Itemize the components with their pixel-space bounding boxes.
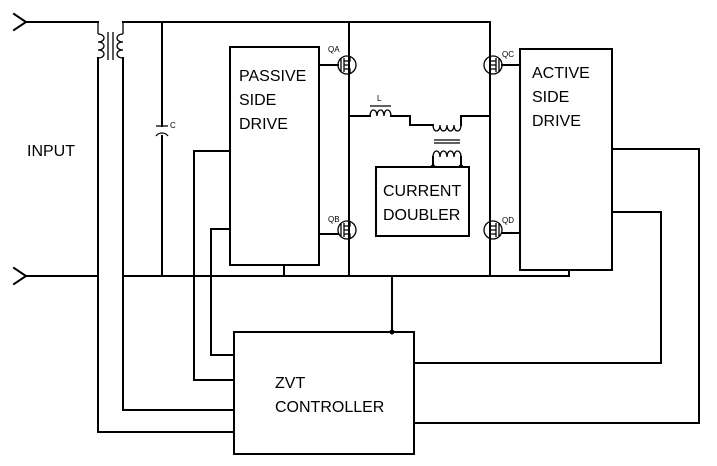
transformer-primary-return — [460, 115, 491, 126]
passive-drive-line-1: PASSIVE — [239, 68, 306, 85]
capacitor-label: C — [170, 121, 176, 130]
capacitor-icon — [155, 125, 169, 137]
zvt-controller-line-1: ZVT — [275, 375, 305, 392]
active-drive-line-1: ACTIVE — [532, 65, 590, 82]
zvt-controller-block — [233, 331, 415, 455]
qa-label: QA — [328, 45, 340, 54]
qc-label: QC — [502, 50, 514, 59]
zvt-controller-line-2: CONTROLLER — [275, 399, 384, 416]
active-side-drive-block — [519, 48, 613, 271]
mosfet-qb-icon — [318, 220, 357, 240]
active-drive-line-2: SIDE — [532, 89, 569, 106]
inductor-wire-right — [390, 115, 434, 126]
active-drive-outer-wire — [413, 148, 700, 424]
passive-drive-line-3: DRIVE — [239, 116, 288, 133]
passive-drive-feedback-wire — [193, 150, 235, 381]
current-doubler-block — [375, 166, 470, 237]
input-terminal-top-icon — [12, 12, 28, 32]
active-drive-line-3: DRIVE — [532, 113, 581, 130]
ct-wire-right — [122, 57, 235, 411]
passive-drive-control-wire — [210, 228, 235, 356]
ct-wire-left — [97, 57, 235, 433]
current-doubler-line-1: CURRENT — [383, 183, 461, 200]
inductor-label: L — [377, 94, 382, 103]
inductor-icon — [369, 105, 392, 117]
mosfet-qd-icon — [483, 220, 521, 240]
active-drive-inner-wire — [413, 211, 662, 364]
active-drive-bottom-link — [489, 269, 570, 277]
output-transformer-icon — [432, 124, 462, 158]
current-transformer-icon — [97, 22, 124, 60]
input-label: INPUT — [27, 143, 75, 160]
qd-label: QD — [502, 216, 514, 225]
mosfet-qc-icon — [483, 55, 521, 75]
controller-sense-junction — [389, 329, 395, 335]
passive-drive-line-2: SIDE — [239, 92, 276, 109]
qb-label: QB — [328, 215, 340, 224]
input-terminal-bottom-icon — [12, 266, 28, 286]
passive-side-drive-block — [229, 46, 320, 266]
current-doubler-line-2: DOUBLER — [383, 207, 460, 224]
transformer-secondary-leads — [432, 156, 462, 168]
mosfet-qa-icon — [318, 55, 357, 75]
